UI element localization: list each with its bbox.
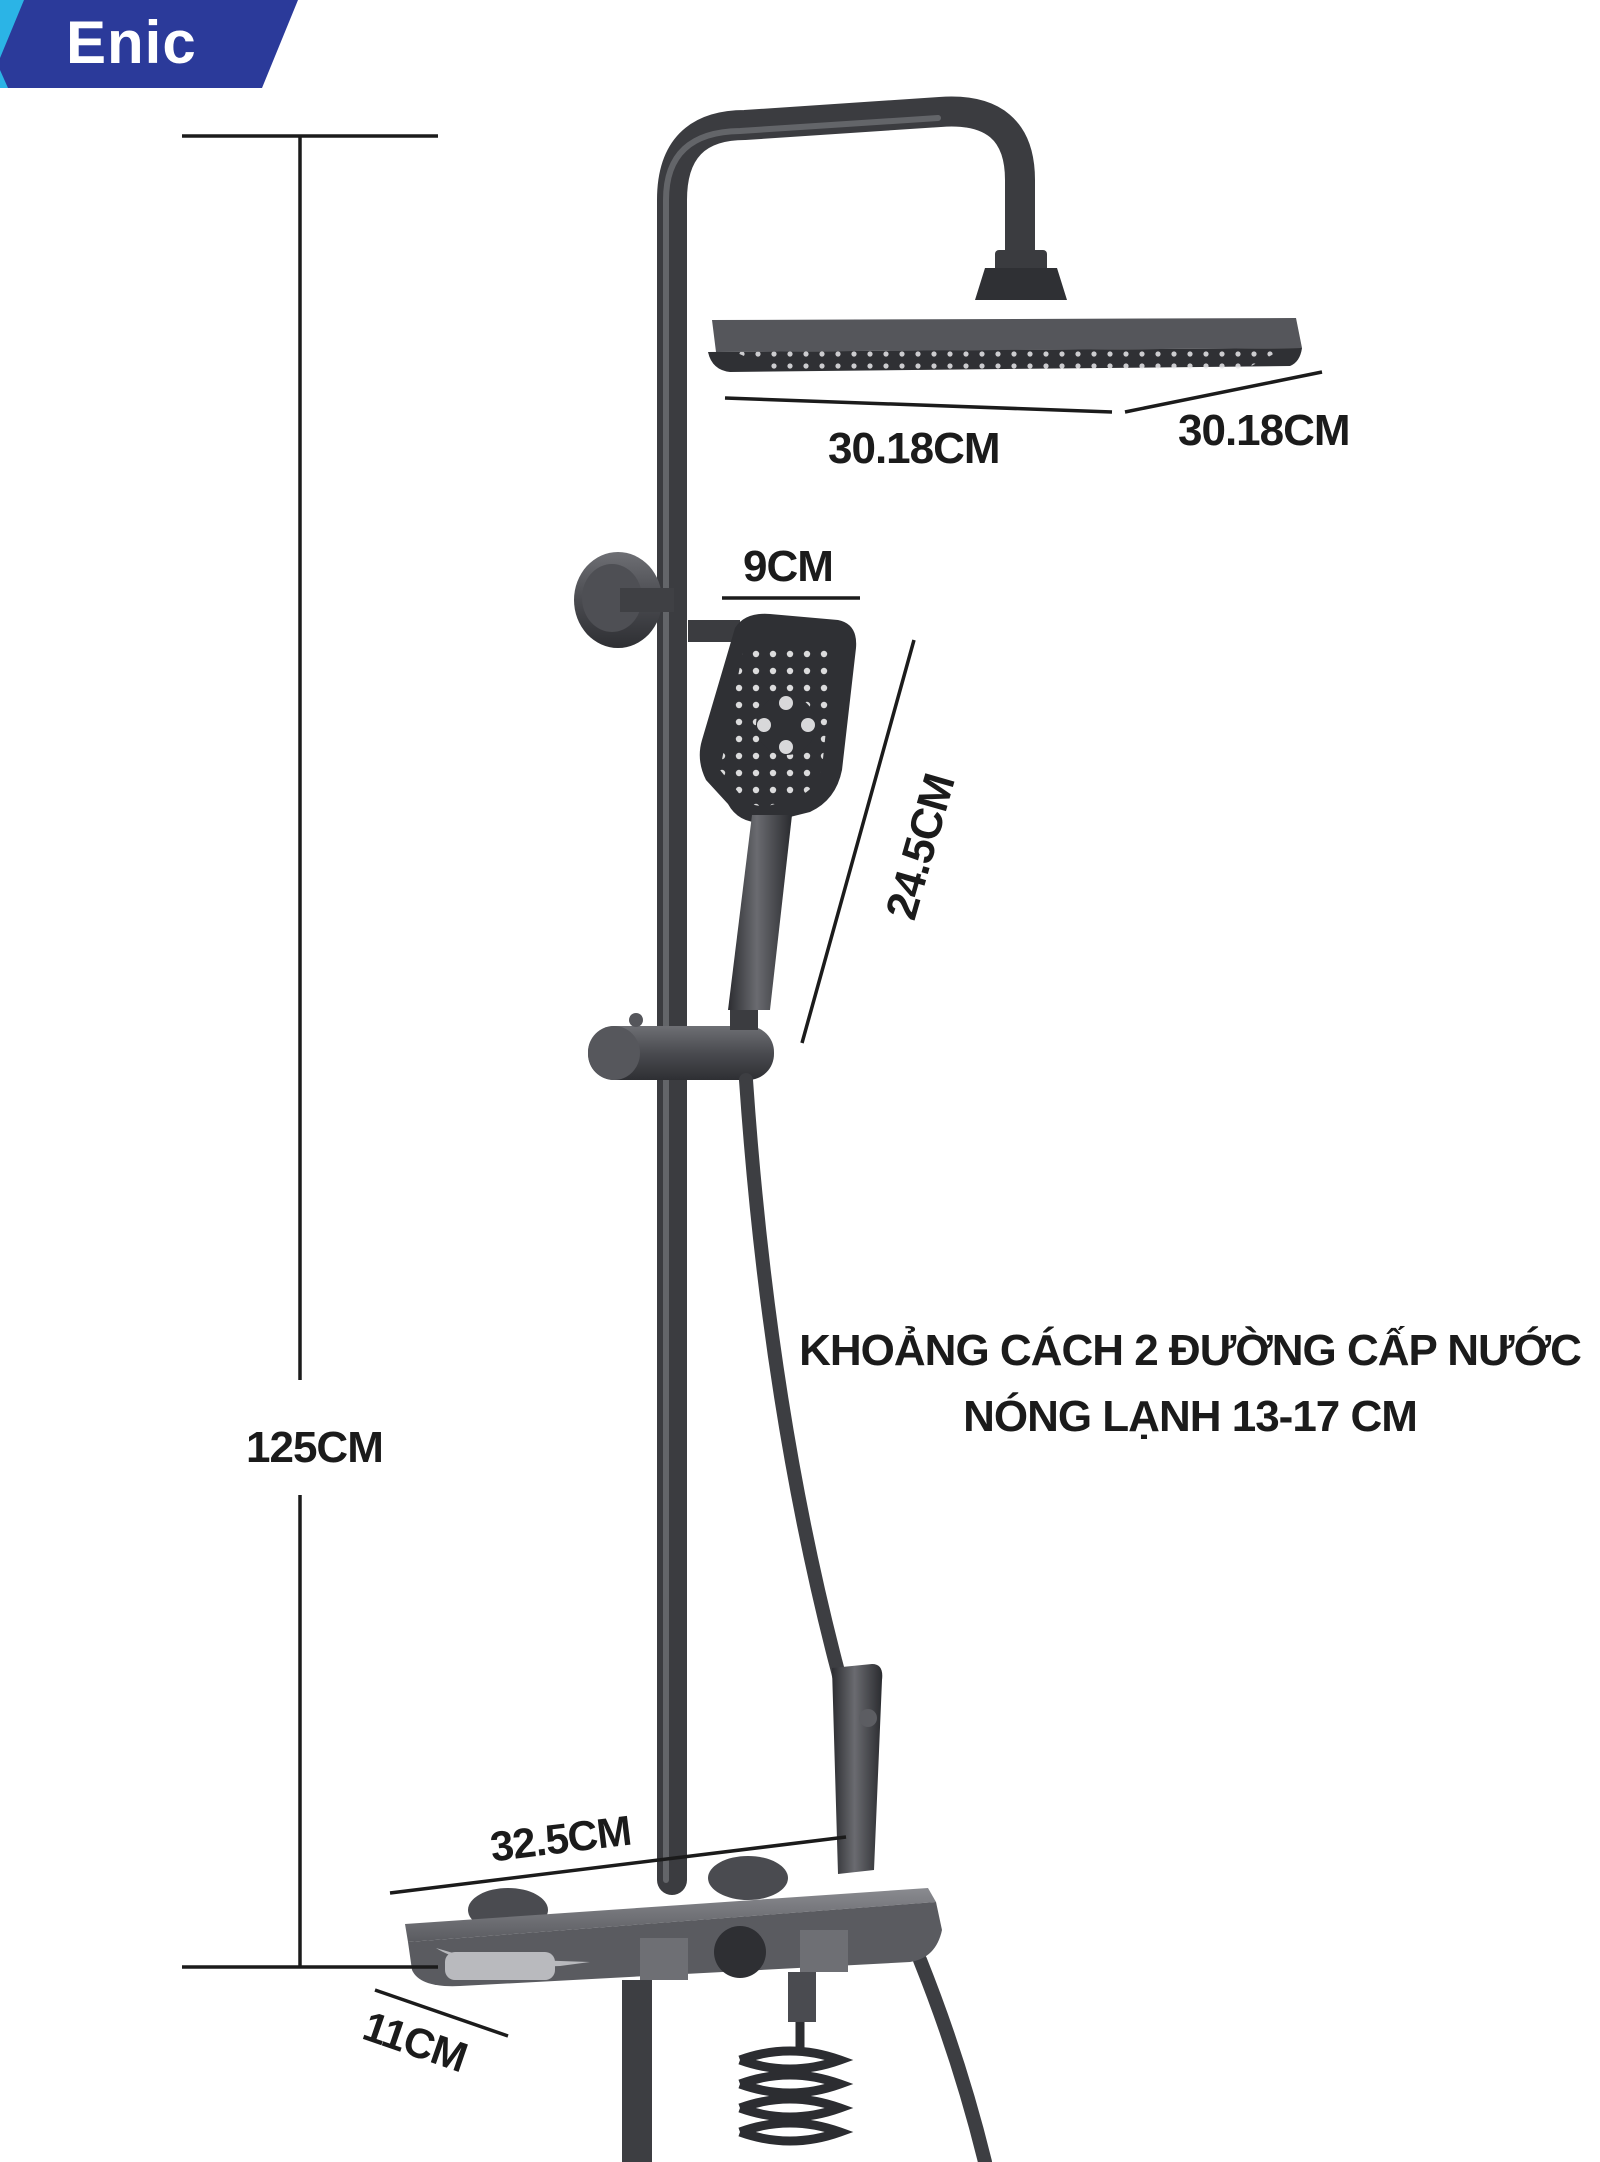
head-depth-label: 30.18CM [1178,406,1351,455]
logo-text: Enic [66,9,197,76]
rain-head-connector [975,250,1067,300]
total-height-label: 125CM [246,1423,384,1472]
handheld-hook [688,620,740,642]
wall-bracket [574,552,674,648]
shelf-width-line [389,1835,847,1895]
bottom-fittings [622,1972,854,2162]
shelf-depth-line [374,1988,509,2038]
rain-shower-head [708,318,1302,372]
thermostatic-shelf [405,1888,942,1987]
note-line-2: NÓNG LẠNH 13-17 CM [963,1392,1418,1441]
shower-hose [739,1073,992,2162]
handheld-shower [699,613,857,1010]
sliding-holder [588,1010,774,1080]
head-width-line [724,396,1113,414]
handheld-length-line [800,639,916,1044]
installation-note: KHOẢNG CÁCH 2 ĐƯỜNG CẤP NƯỚC NÓNG LẠNH 1… [780,1318,1600,1450]
head-depth-line [1124,370,1323,414]
note-line-1: KHOẢNG CÁCH 2 ĐƯỜNG CẤP NƯỚC [799,1326,1582,1375]
brand-logo: Enic [0,0,300,88]
riser-pipe [657,96,1035,1895]
logo-badge [0,0,298,88]
bidet-sprayer [832,1664,883,1874]
head-width-label: 30.18CM [828,424,1001,473]
dimension-lines [182,134,1323,2038]
handheld-width-label: 9CM [743,542,834,591]
